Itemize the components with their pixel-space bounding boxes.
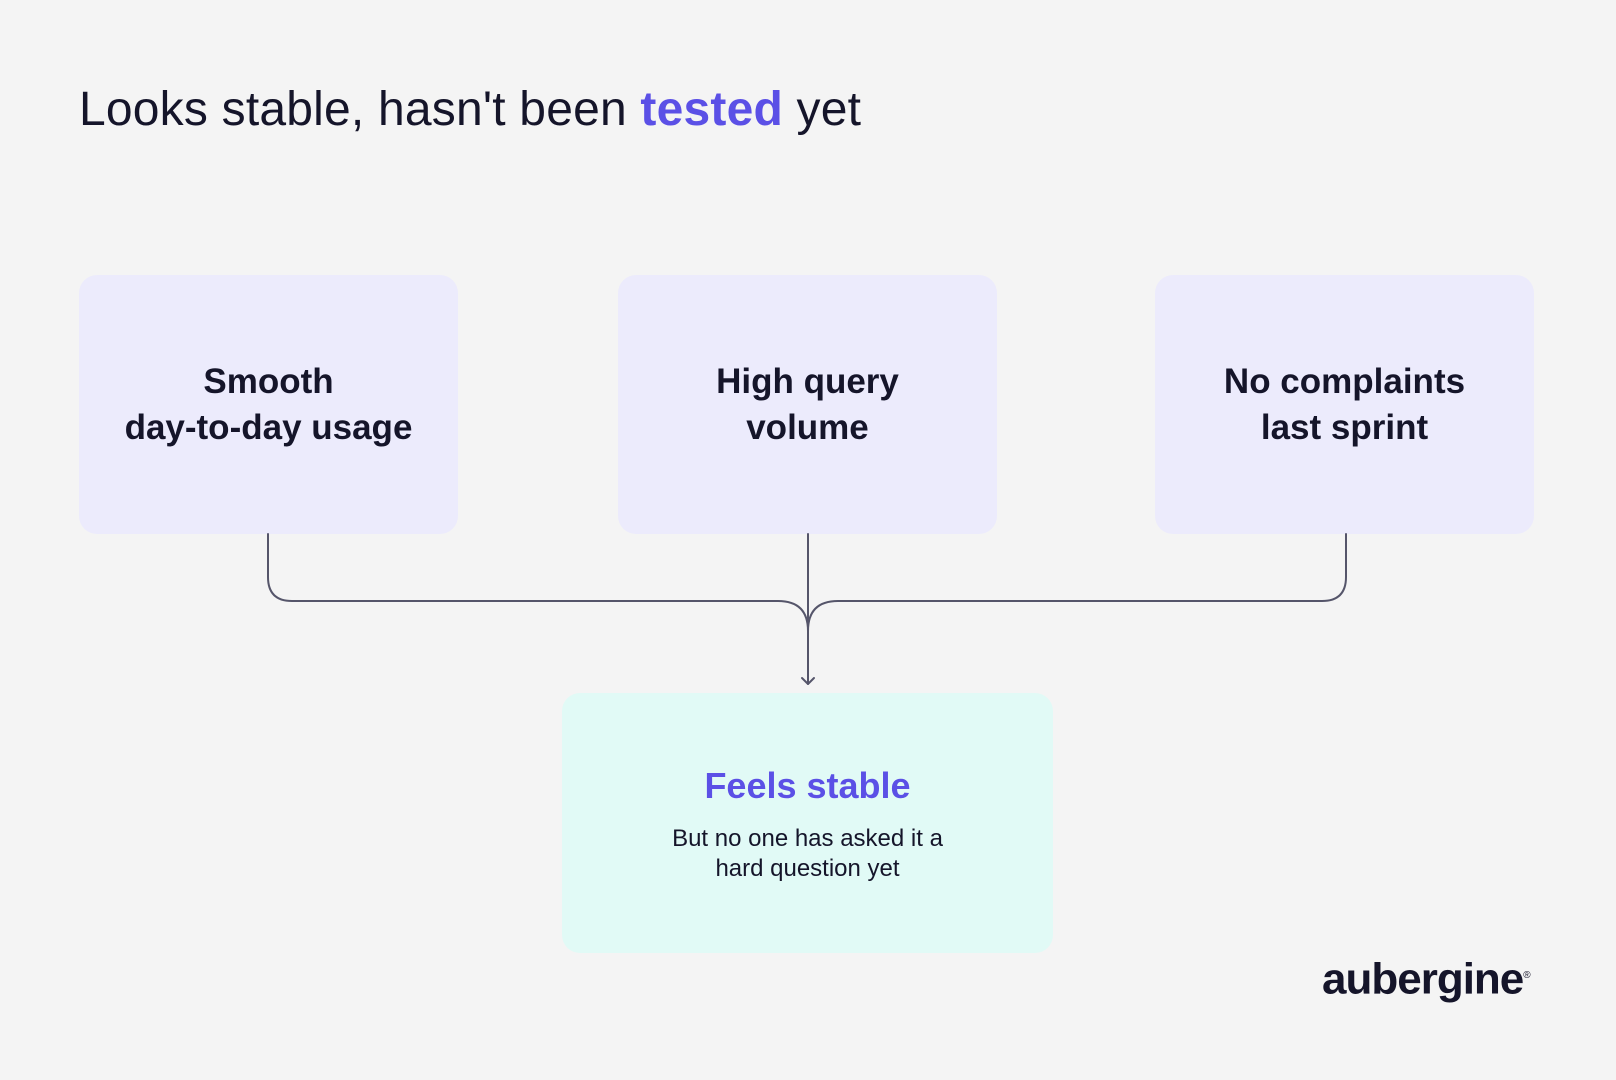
factor-card-label: Smooth day-to-day usage [124,361,413,447]
factor-card-smooth-usage: Smooth day-to-day usage [79,275,458,534]
brand-logo: aubergine® [1322,948,1531,1008]
page-title: Looks stable, hasn't been tested yet [79,78,861,142]
connector-right [807,533,1347,632]
title-text-before: Looks stable, hasn't been [79,83,641,136]
factor-card-label: High query volume [716,361,899,447]
factor-card-no-complaints: No complaints last sprint [1155,275,1534,534]
connector-left [267,533,809,632]
factor-card-query-volume: High query volume [618,275,997,534]
logo-text: aubergine [1322,954,1524,1004]
factor-card-label: No complaints last sprint [1223,361,1466,447]
title-accent-word: tested [640,83,783,136]
arrow-head-icon [801,677,815,685]
registered-mark: ® [1523,970,1531,981]
result-description: But no one has asked it a hard question … [672,825,943,882]
result-title: Feels stable [704,765,911,806]
result-card: Feels stable But no one has asked it a h… [562,693,1053,953]
title-text-after: yet [783,83,862,136]
